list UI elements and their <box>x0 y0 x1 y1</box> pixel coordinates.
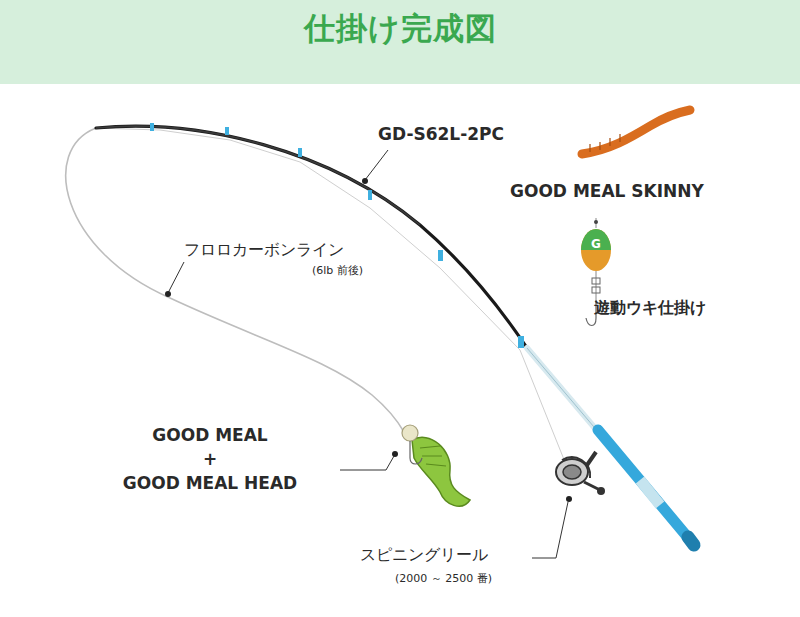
float-logo: G <box>591 237 601 251</box>
lure-name: GOOD MEAL SKINNY <box>510 181 704 201</box>
rod-butt-edge <box>527 348 605 440</box>
jighead-name: GOOD MEAL HEAD <box>123 473 297 493</box>
worm-ribs <box>590 134 620 152</box>
grub-lure <box>402 425 470 506</box>
skinny-worm <box>582 110 690 154</box>
grip-end <box>688 537 694 545</box>
header-band <box>0 0 800 84</box>
leader-lines <box>168 150 568 558</box>
leader-dots <box>165 178 572 502</box>
reel-name: スピニングリール <box>360 545 488 564</box>
line-spec: (6lb 前後) <box>312 264 363 277</box>
title: 仕掛け完成図 <box>0 8 800 50</box>
fishing-line <box>66 128 404 432</box>
reel-size: (2000 ～ 2500 番) <box>395 572 492 585</box>
rod-guides <box>150 123 524 348</box>
grip-band <box>640 480 660 505</box>
lure-name: GOOD MEAL <box>152 425 267 445</box>
rod-blank <box>96 126 527 348</box>
rod-name: GD-S62L-2PC <box>378 124 504 144</box>
rod-tip <box>96 126 420 225</box>
line-name: フロロカーボンライン <box>184 240 344 259</box>
rod-grip <box>598 430 690 540</box>
spinning-reel <box>556 452 605 495</box>
rod-butt <box>527 348 605 440</box>
fishing-line-guides <box>96 128 565 462</box>
plus-sign: + <box>203 449 217 469</box>
rig-name: 遊動ウキ仕掛け <box>594 298 706 317</box>
